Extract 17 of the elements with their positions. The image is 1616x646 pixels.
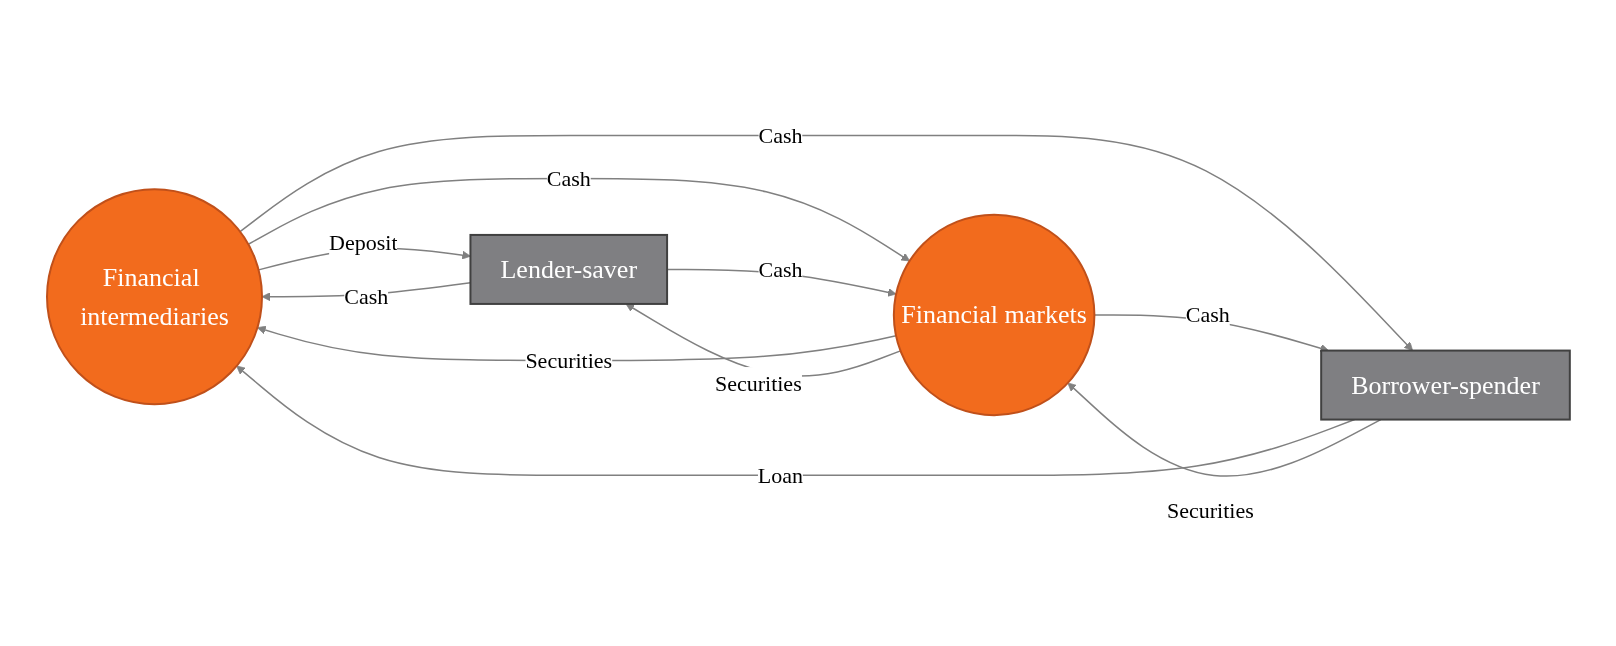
edge-label: Cash [546, 165, 591, 191]
node-box: Lender-saver [469, 233, 668, 305]
node-box: Borrower-spender [1319, 349, 1571, 421]
node-circle: Financial markets [892, 213, 1095, 417]
arrow [247, 177, 910, 262]
edge-label: Securities [714, 371, 802, 397]
arrow [235, 365, 1355, 477]
edge-label: Cash [758, 123, 803, 149]
edge-label: Securities [1166, 497, 1254, 523]
edge-label: Cash [1185, 302, 1230, 328]
node-circle: Financial intermediaries [45, 188, 263, 406]
edge-label: Cash [758, 256, 803, 282]
edge-label: Loan [757, 462, 803, 488]
edge-label: Securities [524, 347, 612, 373]
arrow [1067, 382, 1382, 477]
edge-label: Cash [343, 284, 388, 310]
edge-label: Deposit [328, 230, 398, 256]
